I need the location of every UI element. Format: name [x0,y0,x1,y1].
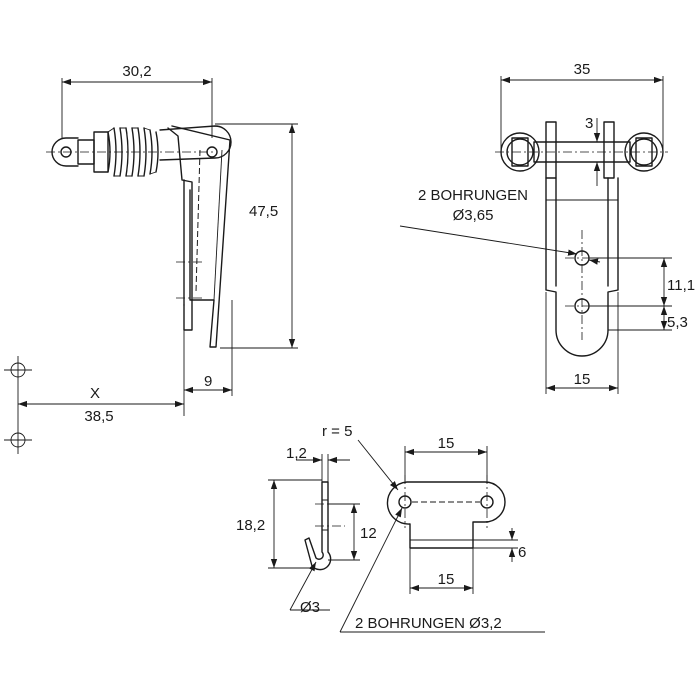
dim-9: 9 [183,300,233,416]
dim-label-5-3: 5,3 [667,314,688,331]
latch-side-view [46,125,232,348]
dim-15-bottom-top: 15 [404,435,488,482]
dim-15-bottom-base: 15 [409,548,474,594]
dim-label-12: 12 [360,525,377,542]
dim-label-x: X [90,385,100,402]
dim-label-15-top-right: 15 [574,371,591,388]
spring-coils [107,127,159,177]
label-bohrungen-top: 2 BOHRUNGEN [418,187,528,204]
dim-label-1-2: 1,2 [286,445,307,462]
dim-x-38-5: X 38,5 [4,356,184,454]
dim-label-18-2: 18,2 [236,517,265,534]
dim-r-5: r = 5 [322,423,399,491]
dim-label-6: 6 [518,544,526,561]
dim-3: 3 [585,115,601,186]
label-hole-diameter-3-65: Ø3,65 [453,207,494,224]
dim-label-47-5: 47,5 [249,203,278,220]
dim-label-r-5: r = 5 [322,423,352,440]
dim-15-top-right: 15 [545,292,619,394]
dim-1-2: 1,2 [286,445,350,482]
catch-front-view [386,475,506,549]
dim-11-1: 11,1 [590,257,695,307]
dim-label-35: 35 [574,61,591,78]
dim-label-15-bottom-top: 15 [438,435,455,452]
dim-30-2: 30,2 [61,63,213,138]
label-bohrungen-bottom: 2 BOHRUNGEN Ø3,2 [355,615,502,632]
dim-5-3: 5,3 [608,306,688,331]
dim-12: 12 [328,503,377,561]
dim-label-38-5: 38,5 [84,408,113,425]
dim-label-30-2: 30,2 [122,63,151,80]
dim-label-15-bottom-base: 15 [438,571,455,588]
dim-18-2: 18,2 [236,479,322,569]
dim-label-diameter-3: Ø3 [300,599,320,616]
dim-label-9: 9 [204,373,212,390]
dim-label-3: 3 [585,115,593,132]
latch-front-view [495,121,668,357]
dim-label-11-1: 11,1 [667,277,695,294]
catch-side-view [304,481,345,571]
callout-bohrungen-3-65: 2 BOHRUNGEN Ø3,65 [399,187,601,265]
callout-diameter-3: Ø3 [289,561,330,616]
callout-bohrungen-3-2: 2 BOHRUNGEN Ø3,2 [339,507,545,633]
dim-47-5: 47,5 [215,123,298,349]
dim-35: 35 [500,61,664,150]
dim-6: 6 [473,528,526,562]
